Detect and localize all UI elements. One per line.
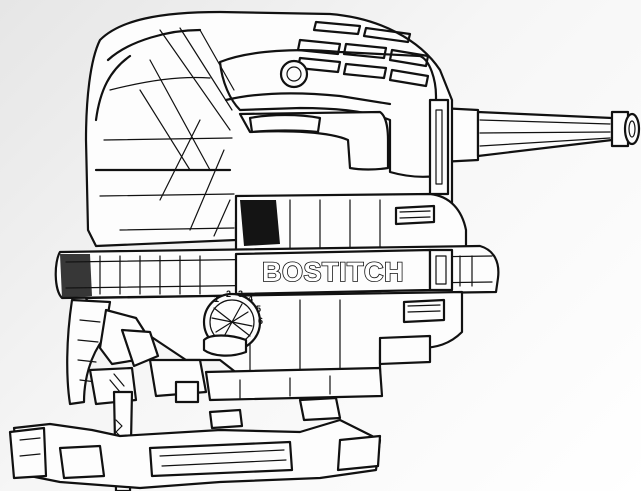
brand-band: BOSTITCH [54, 244, 500, 300]
brand-logo: BOSTITCH [262, 257, 404, 287]
dust-port-tube [438, 106, 641, 164]
blade-guide [66, 298, 384, 406]
orbital-lever [202, 334, 248, 357]
speed-dial: 1 2 3 4 5 6 [202, 289, 263, 357]
speed-mark-1: 1 [214, 294, 219, 304]
speed-mark-4: 4 [248, 294, 253, 304]
speed-mark-6: 6 [258, 316, 263, 326]
motor-body [234, 192, 468, 254]
side-vent-top [394, 204, 436, 226]
speed-mark-2: 2 [226, 289, 231, 299]
motor-housing [84, 10, 454, 248]
lock-button [279, 59, 309, 89]
base-plate [8, 396, 382, 490]
speed-mark-5: 5 [256, 304, 261, 314]
rear-switch [428, 98, 450, 196]
speed-mark-3: 3 [238, 289, 243, 299]
